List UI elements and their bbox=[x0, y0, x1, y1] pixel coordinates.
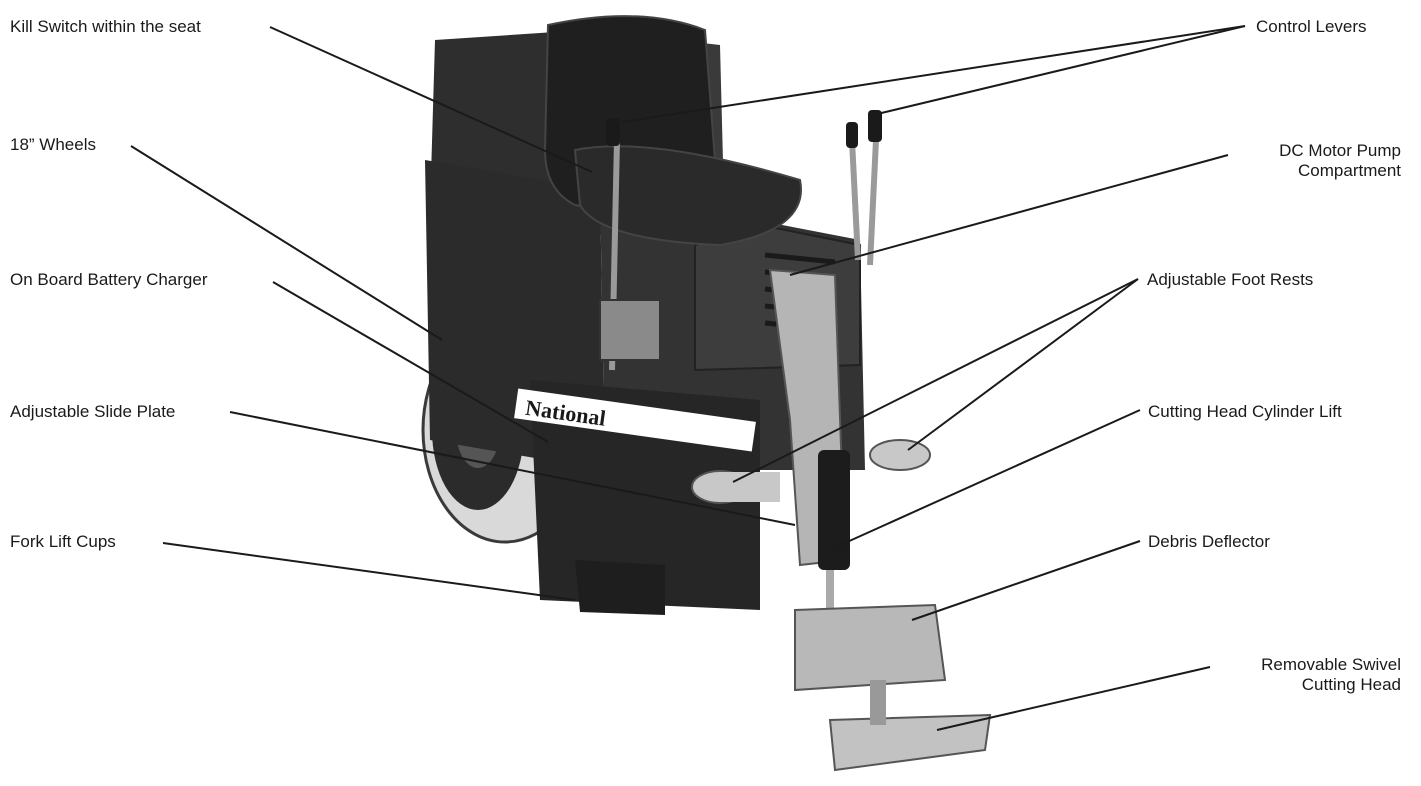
leader-wheels bbox=[130, 145, 443, 341]
label-kill-switch: Kill Switch within the seat bbox=[10, 17, 201, 36]
label-wheels: 18” Wheels bbox=[10, 135, 96, 154]
cylinder-assembly bbox=[768, 268, 850, 620]
leader-foot-rests-b bbox=[907, 278, 1139, 451]
label-dc-motor-pump-line1: DC Motor Pump bbox=[1279, 141, 1401, 160]
label-dc-motor-pump: DC Motor Pump Compartment bbox=[1279, 141, 1401, 181]
leader-foot-rests-a bbox=[732, 278, 1139, 483]
leader-fork-lift-cups bbox=[162, 542, 576, 601]
label-swivel-head: Removable Swivel Cutting Head bbox=[1261, 655, 1401, 695]
leader-debris-deflector bbox=[911, 540, 1141, 621]
label-swivel-head-line2: Cutting Head bbox=[1301, 675, 1401, 694]
label-slide-plate: Adjustable Slide Plate bbox=[10, 402, 176, 421]
label-battery-charger: On Board Battery Charger bbox=[10, 270, 208, 289]
leader-dc-motor-pump bbox=[789, 154, 1229, 276]
leader-slide-plate bbox=[229, 411, 796, 526]
leader-cylinder-lift bbox=[835, 409, 1141, 548]
leader-kill-switch bbox=[269, 26, 593, 173]
label-cylinder-lift: Cutting Head Cylinder Lift bbox=[1148, 402, 1342, 421]
leader-lines bbox=[130, 25, 1246, 731]
label-fork-lift-cups: Fork Lift Cups bbox=[10, 532, 116, 551]
label-dc-motor-pump-line2: Compartment bbox=[1298, 161, 1401, 180]
leader-swivel-head bbox=[936, 666, 1211, 731]
leader-battery-charger bbox=[272, 281, 549, 443]
label-debris-deflector: Debris Deflector bbox=[1148, 532, 1270, 551]
leader-control-levers-a bbox=[621, 25, 1246, 123]
foot-rests bbox=[691, 439, 931, 504]
leader-control-levers-b bbox=[872, 25, 1246, 116]
operator-seat bbox=[543, 15, 802, 247]
label-foot-rests: Adjustable Foot Rests bbox=[1147, 270, 1314, 289]
label-swivel-head-line1: Removable Swivel bbox=[1261, 655, 1401, 674]
label-control-levers: Control Levers bbox=[1256, 17, 1367, 36]
cutting-head bbox=[794, 603, 992, 772]
